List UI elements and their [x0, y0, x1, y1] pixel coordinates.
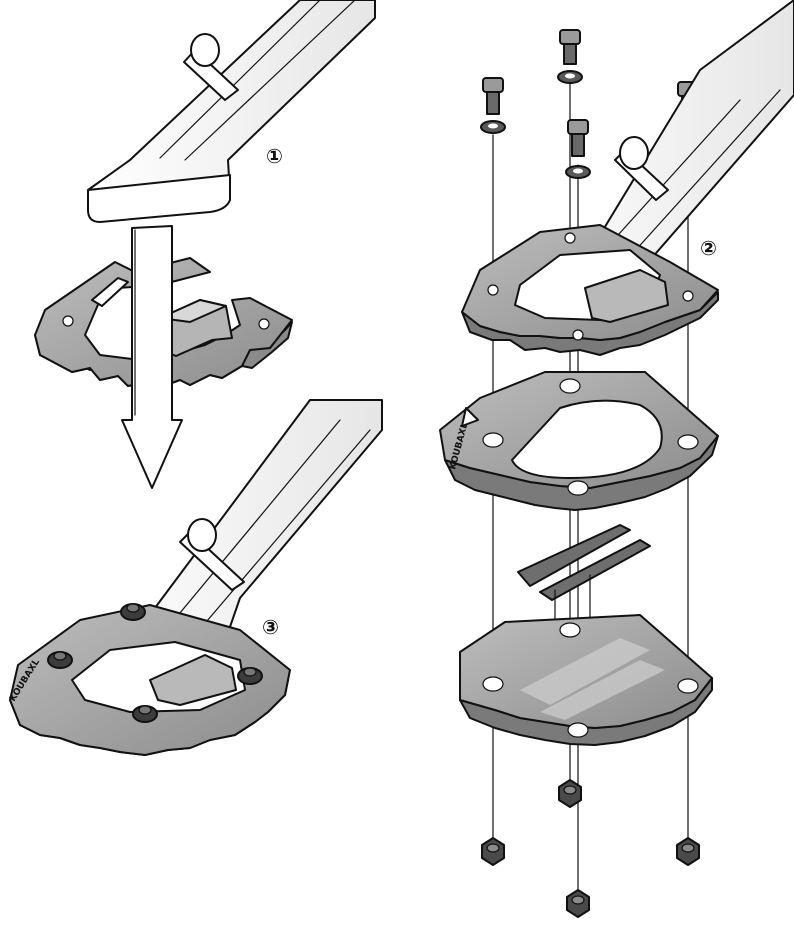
bolt-icon [482, 77, 504, 115]
arrow-down-icon [121, 225, 183, 489]
kickstand-leg [87, 0, 376, 223]
washer-icon [557, 70, 583, 84]
washer-icon [565, 165, 591, 179]
nut-icon [481, 837, 505, 866]
step-number-3: ③ [262, 615, 279, 639]
nut-icon [237, 667, 263, 685]
nut-icon [47, 651, 73, 669]
assembled-plate: KOUBAXL [8, 603, 291, 756]
nut-icon [120, 603, 146, 621]
nut-icon [676, 837, 700, 866]
step3-illustration: KOUBAXL ③ [8, 399, 383, 756]
step-number-1: ① [266, 144, 283, 168]
washer-icon [480, 120, 506, 134]
top-plate [461, 224, 719, 356]
nut-icon [558, 779, 582, 808]
step2-illustration: ② KOUBAXL [439, 0, 794, 918]
nut-icon [566, 889, 590, 918]
middle-plate: KOUBAXL [439, 371, 719, 511]
bolt-icon [559, 29, 581, 65]
foot-plate [34, 257, 293, 389]
nut-icon [132, 705, 158, 723]
bolt-icon [567, 119, 589, 157]
bottom-plate [459, 614, 713, 746]
step-number-2: ② [700, 236, 717, 260]
step1-illustration: ① [34, 0, 376, 489]
